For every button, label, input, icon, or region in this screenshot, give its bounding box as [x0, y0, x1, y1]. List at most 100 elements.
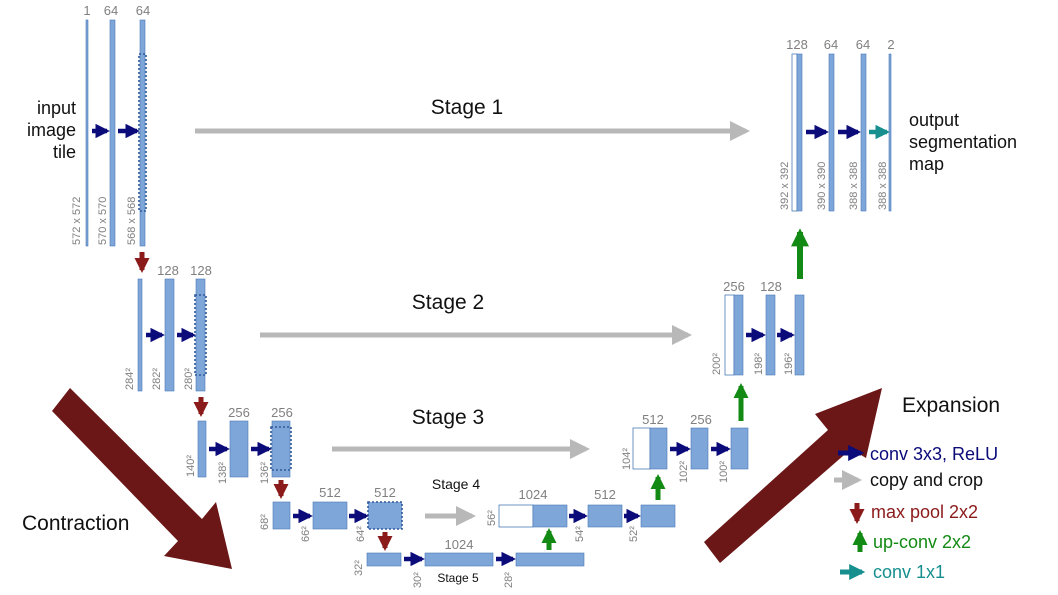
- stage-label: Stage 1: [431, 96, 503, 119]
- channel-label: 2: [887, 37, 894, 52]
- feature-map-e4-c: [640, 504, 676, 528]
- legend-label-copy: copy and crop: [870, 470, 983, 490]
- channel-label: 256: [723, 279, 745, 294]
- dimension-label: 388 x 388: [877, 162, 889, 210]
- dimension-label: 32²: [353, 560, 365, 576]
- dimension-label: 66²: [300, 526, 312, 542]
- feature-map-l2-c: [195, 278, 206, 392]
- expansion-label: Expansion: [902, 394, 1000, 417]
- channel-label: 128: [760, 279, 782, 294]
- feature-map-l3-b: [229, 420, 249, 478]
- channel-label: 512: [319, 485, 341, 500]
- contraction-label: Contraction: [22, 512, 129, 535]
- feature-map-e1-c: [860, 53, 867, 212]
- feature-map-l4-c: [367, 501, 403, 530]
- feature-map-l4-a: [272, 501, 291, 530]
- dimension-label: 282²: [151, 368, 163, 390]
- dimension-label: 392 x 392: [779, 162, 791, 210]
- feature-map-e1-a: [796, 53, 803, 212]
- output-label-line2: segmentation: [909, 132, 1017, 152]
- contraction-big-arrow: [52, 388, 232, 569]
- output-label-line3: map: [909, 154, 944, 174]
- channel-label: 64: [824, 37, 838, 52]
- copied-map-e2: [724, 294, 735, 376]
- copied-map-e3: [632, 427, 651, 470]
- channel-label: 512: [374, 485, 396, 500]
- feature-map-l5-c: [515, 552, 585, 567]
- feature-map-l1-input: [85, 19, 89, 247]
- feature-map-e2-b: [765, 294, 776, 376]
- dimension-label: 140²: [185, 455, 197, 477]
- feature-map-e2-a: [733, 294, 744, 376]
- legend-label-pool: max pool 2x2: [871, 502, 978, 522]
- dimension-label: 390 x 390: [816, 162, 828, 210]
- channel-label: 512: [594, 487, 616, 502]
- feature-map-l3-a: [197, 420, 207, 478]
- feature-map-l5-a: [366, 552, 402, 567]
- dimension-label: 100²: [718, 461, 730, 483]
- dimension-label: 280²: [183, 368, 195, 390]
- dimension-label: 68²: [259, 514, 271, 530]
- dimension-label: 30²: [412, 572, 424, 588]
- feature-map-e1-b: [828, 53, 835, 212]
- feature-map-e4-a: [532, 504, 568, 528]
- channel-label: 256: [690, 412, 712, 427]
- expansion-big-arrow: [704, 388, 882, 563]
- dimension-label: 28²: [503, 572, 515, 588]
- dimension-label: 104²: [621, 448, 633, 470]
- dimension-label: 138²: [217, 462, 229, 484]
- feature-map-e4-b: [587, 504, 623, 528]
- stage-label: Stage 4: [432, 476, 480, 492]
- dimension-label: 200²: [711, 353, 723, 375]
- feature-map-l5-b: [424, 552, 494, 567]
- dimension-label: 198²: [753, 353, 765, 375]
- dimension-label: 570 x 570: [97, 197, 109, 245]
- copied-map-e1: [791, 53, 798, 212]
- dimension-label: 136²: [259, 462, 271, 484]
- channel-label: 512: [642, 412, 664, 427]
- feature-map-e3-a: [649, 427, 668, 470]
- channel-label: 1024: [445, 537, 474, 552]
- legend-label-upconv: up-conv 2x2: [873, 532, 971, 552]
- channel-label: 128: [786, 37, 808, 52]
- legend-label-conv: conv 3x3, ReLU: [870, 444, 998, 464]
- channel-label: 256: [271, 405, 293, 420]
- feature-map-l1-a: [109, 19, 116, 247]
- dimension-label: 196²: [783, 353, 795, 375]
- dimension-label: 54²: [574, 526, 586, 542]
- dimension-label: 56²: [486, 510, 498, 526]
- output-map: [888, 53, 892, 212]
- feature-map-l1-b: [139, 19, 146, 247]
- feature-map-l3-c: [271, 420, 291, 478]
- feature-map-l2-b: [164, 278, 175, 392]
- input-label-line1: input: [37, 98, 76, 118]
- dimension-label: 572 x 572: [71, 197, 83, 245]
- input-label-line3: tile: [53, 142, 76, 162]
- dimension-label: 102²: [678, 461, 690, 483]
- legend-label-conv1x1: conv 1x1: [873, 562, 945, 582]
- dimension-label: 64²: [355, 526, 367, 542]
- dimension-label: 568 x 568: [126, 197, 138, 245]
- feature-map-l2-a: [137, 278, 143, 392]
- input-label-line2: image: [27, 120, 76, 140]
- legend: conv 3x3, ReLU copy and crop max pool 2x…: [834, 444, 998, 582]
- output-label-line1: output: [909, 110, 959, 130]
- dimension-label: 284²: [124, 368, 136, 390]
- stage-label: Stage 2: [412, 291, 484, 314]
- dimension-label: 52²: [628, 526, 640, 542]
- feature-map-e3-b: [690, 427, 709, 470]
- channel-label: 64: [136, 3, 150, 18]
- channel-label: 64: [856, 37, 870, 52]
- feature-map-e3-c: [730, 427, 749, 470]
- dimension-label: 388 x 388: [848, 162, 860, 210]
- feature-map-e2-c: [794, 294, 805, 376]
- stage-label: Stage 3: [412, 406, 484, 429]
- stage-label: Stage 5: [437, 571, 479, 585]
- channel-label: 128: [190, 263, 212, 278]
- channel-label: 1024: [519, 487, 548, 502]
- channel-label: 1: [83, 3, 90, 18]
- copied-map-e4: [498, 504, 534, 528]
- channel-label: 128: [157, 263, 179, 278]
- feature-map-l4-b: [312, 501, 348, 530]
